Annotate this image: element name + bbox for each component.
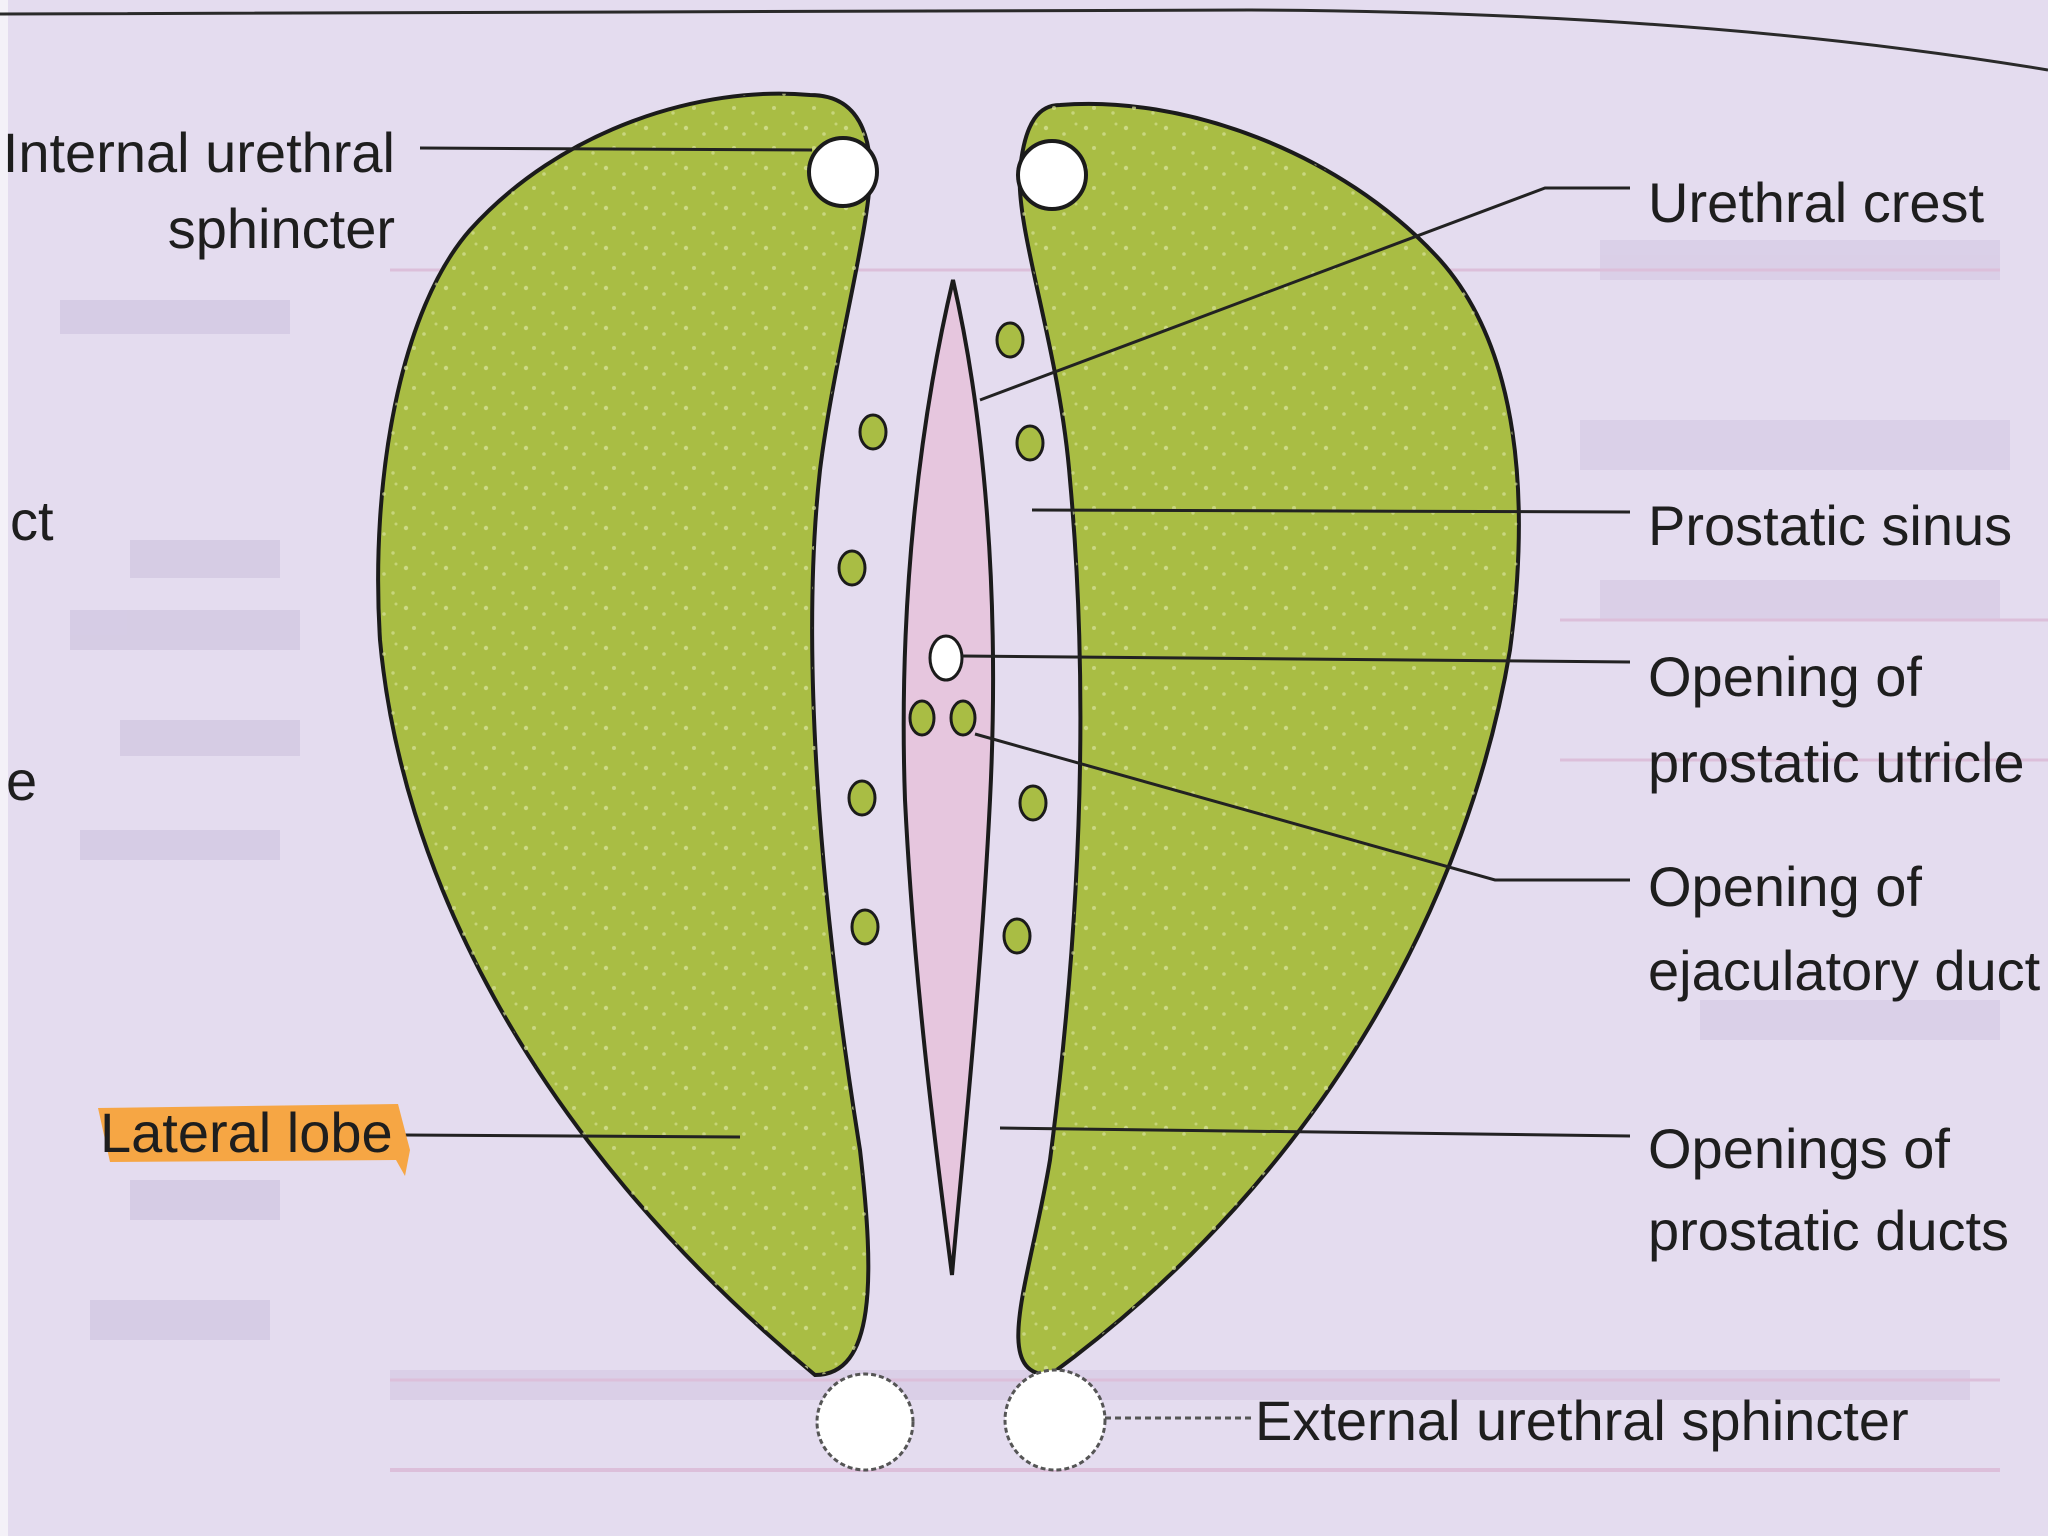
leader-lateral-lobe (404, 1133, 741, 1139)
label-prostatic-ducts-line2: prostatic ducts (1648, 1199, 2009, 1262)
leader-prostatic-sinus (1031, 508, 1631, 514)
external-sphincter-right (1003, 1368, 1107, 1472)
duct-opening (850, 908, 880, 946)
prostatic-utricle-opening (928, 634, 964, 682)
duct-opening (858, 413, 888, 451)
page-top-rule (0, 8, 2048, 72)
duct-opening (995, 321, 1025, 359)
leader-internal-sphincter (419, 146, 813, 152)
edge-fragment-1: ct (10, 489, 54, 552)
label-prostatic-ducts-line1: Openings of (1648, 1117, 1950, 1180)
lateral-lobe-highlight (98, 1104, 410, 1176)
duct-opening (1002, 917, 1032, 955)
internal-sphincter-right (1016, 139, 1088, 211)
ejaculatory-duct-opening-left (908, 699, 936, 737)
external-sphincter-left (815, 1372, 915, 1472)
prostatic-duct-openings (837, 321, 1048, 955)
background-page-texture (60, 240, 2048, 1472)
right-lobe-texture (1018, 103, 1519, 1376)
label-external-sphincter: External urethral sphincter (1255, 1389, 1909, 1452)
label-utricle-line2: prostatic utricle (1648, 731, 2025, 794)
label-utricle-line1: Opening of (1648, 645, 1922, 708)
label-internal-sphincter-line1: Internal urethral (3, 121, 395, 184)
left-lobe-texture (378, 93, 871, 1376)
leader-utricle (961, 654, 1631, 664)
label-lateral-lobe: Lateral lobe (100, 1101, 393, 1164)
label-prostatic-sinus: Prostatic sinus (1648, 494, 2012, 557)
leader-ejaculatory (974, 732, 1630, 882)
edge-fragment-2: e (6, 749, 37, 812)
ejaculatory-duct-opening-right (949, 699, 977, 737)
label-internal-sphincter-line2: sphincter (168, 197, 395, 260)
leader-urethral-crest (979, 186, 1630, 402)
urethral-crest (901, 279, 996, 1276)
duct-opening (1018, 784, 1048, 822)
duct-opening (847, 779, 877, 817)
label-ejaculatory-line1: Opening of (1648, 855, 1922, 918)
internal-sphincter-left (807, 136, 879, 208)
duct-opening (1015, 424, 1045, 462)
label-ejaculatory-line2: ejaculatory duct (1648, 939, 2041, 1002)
label-urethral-crest: Urethral crest (1648, 171, 1985, 234)
leader-prostatic-ducts (999, 1126, 1631, 1138)
duct-opening (837, 549, 867, 587)
left-page-margin (0, 0, 8, 1536)
